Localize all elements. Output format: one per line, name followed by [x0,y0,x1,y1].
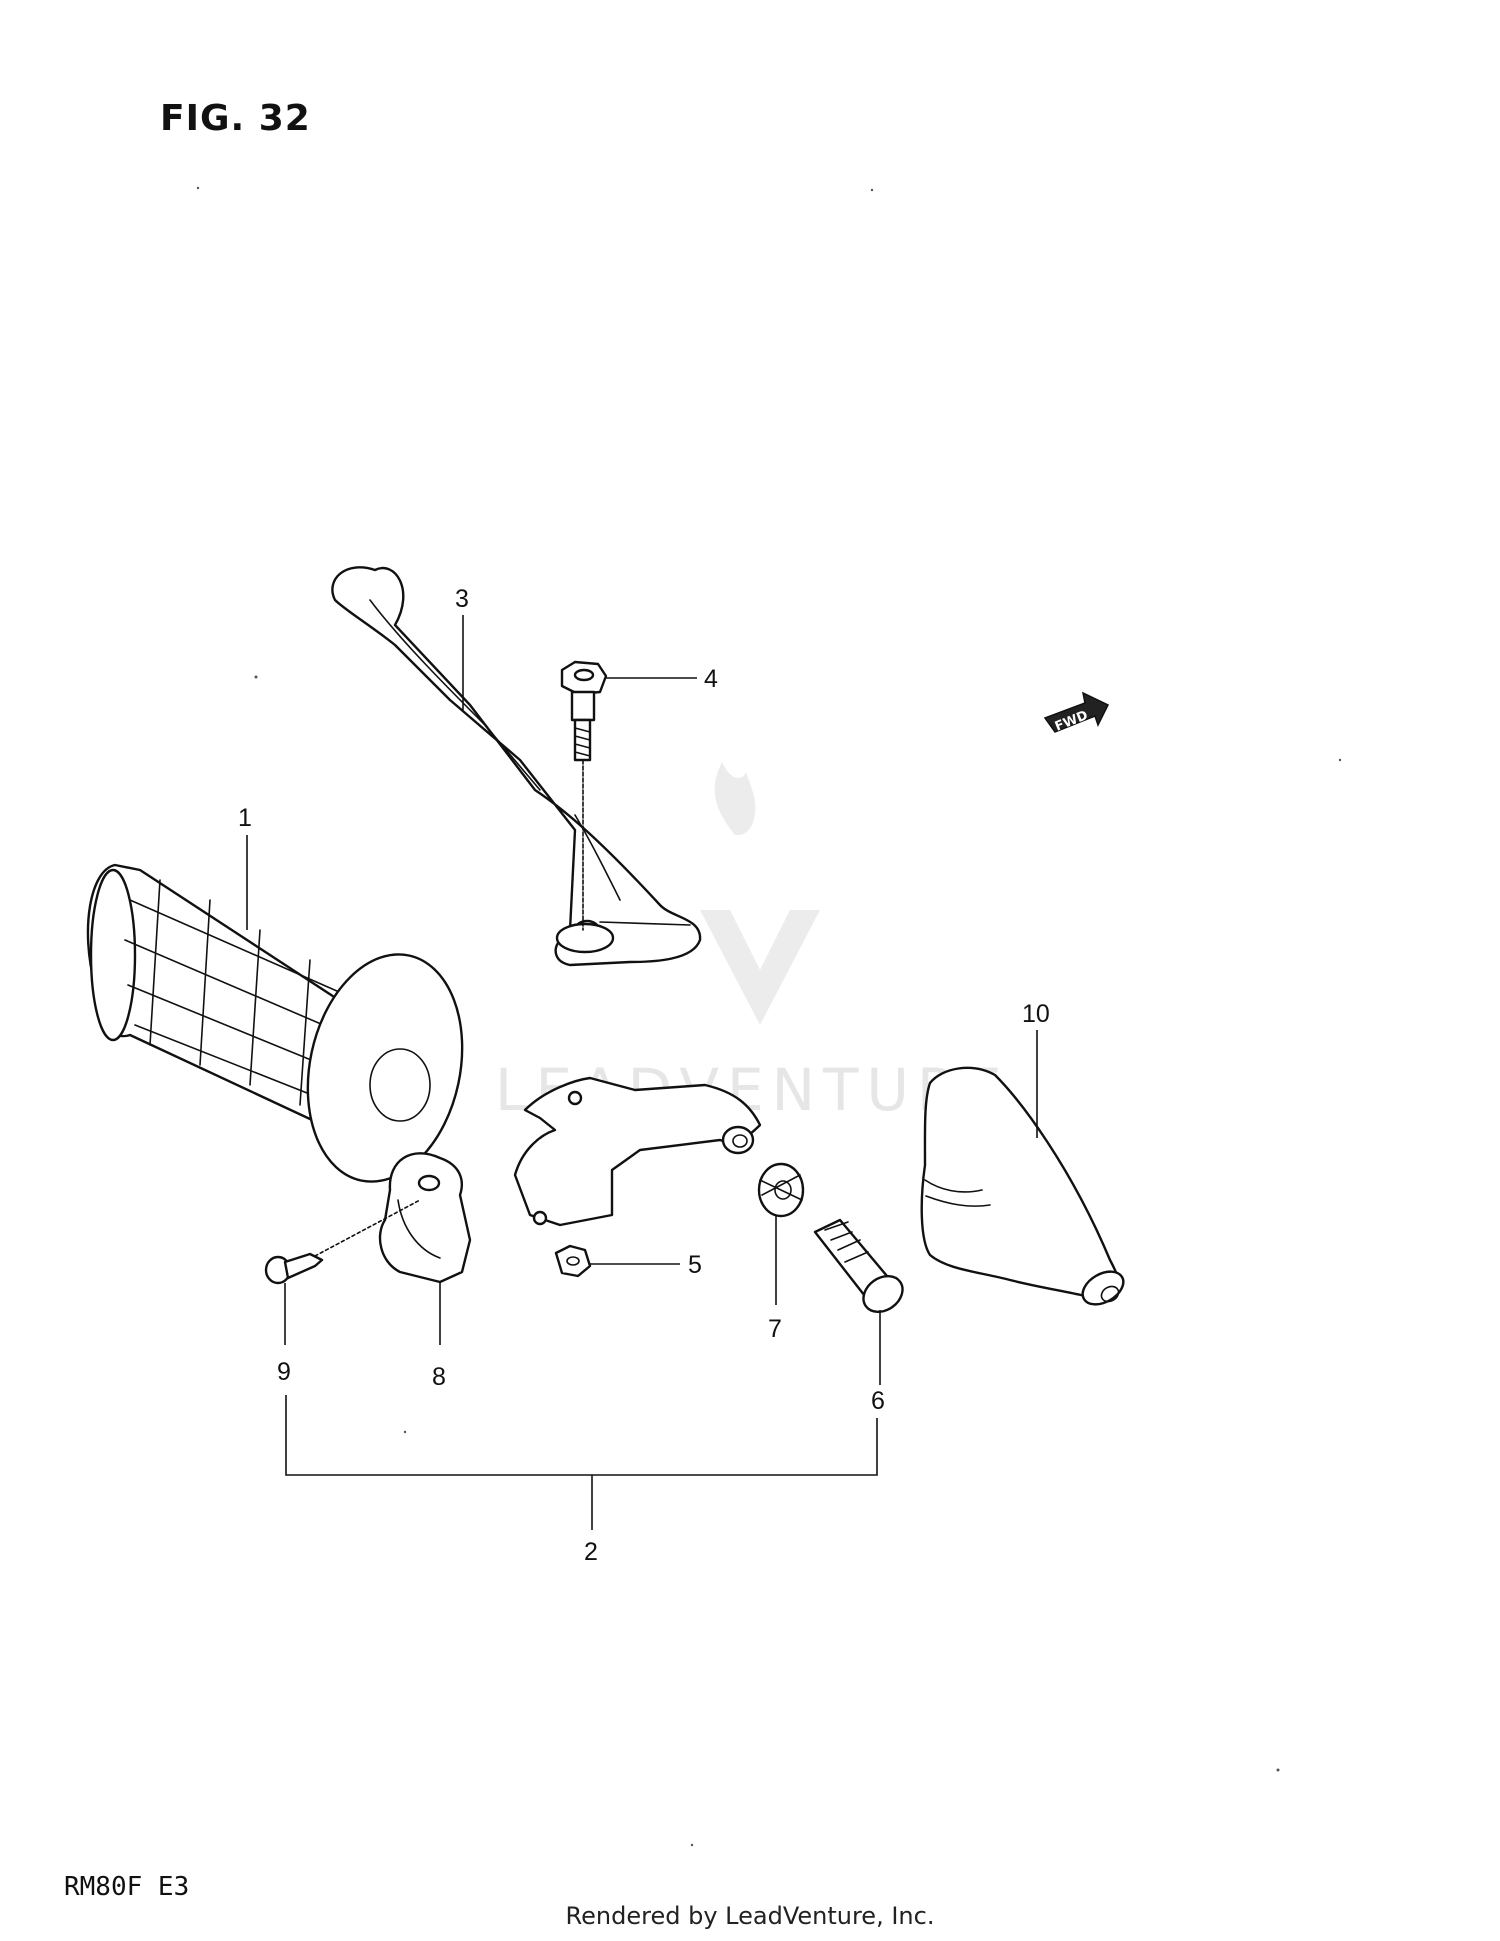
part-1-grip [86,863,464,1183]
figure-title: FIG. 32 [160,98,311,139]
part-4-bolt [560,660,608,931]
scan-specks [196,186,1342,1847]
callouts: 1 3 4 10 5 7 6 8 9 2 [238,585,1050,1566]
callout-2: 2 [584,1538,598,1566]
callout-4: 4 [704,665,718,693]
fwd-arrow-icon: FWD [1043,691,1110,735]
lever-bracket [513,1076,762,1227]
callout-9: 9 [277,1358,291,1386]
footer-credit: Rendered by LeadVenture, Inc. [565,1902,935,1930]
callout-1: 1 [238,804,252,832]
part-7-adjuster-nut [757,1162,805,1218]
callout-7: 7 [768,1315,782,1343]
part-3-clutch-lever [331,566,702,967]
callout-5: 5 [688,1251,702,1279]
part-6-adjuster-bolt [813,1218,904,1314]
callout-3: 3 [455,585,469,613]
callout-8: 8 [432,1363,446,1391]
callout-6: 6 [871,1387,885,1415]
part-8-clamp [378,1152,472,1284]
part-5-nut [554,1244,592,1278]
part-10-boot [920,1066,1125,1306]
model-label: RM80F E3 [64,1872,190,1902]
callout-10: 10 [1022,1000,1050,1028]
part-9-screw [264,1199,421,1285]
